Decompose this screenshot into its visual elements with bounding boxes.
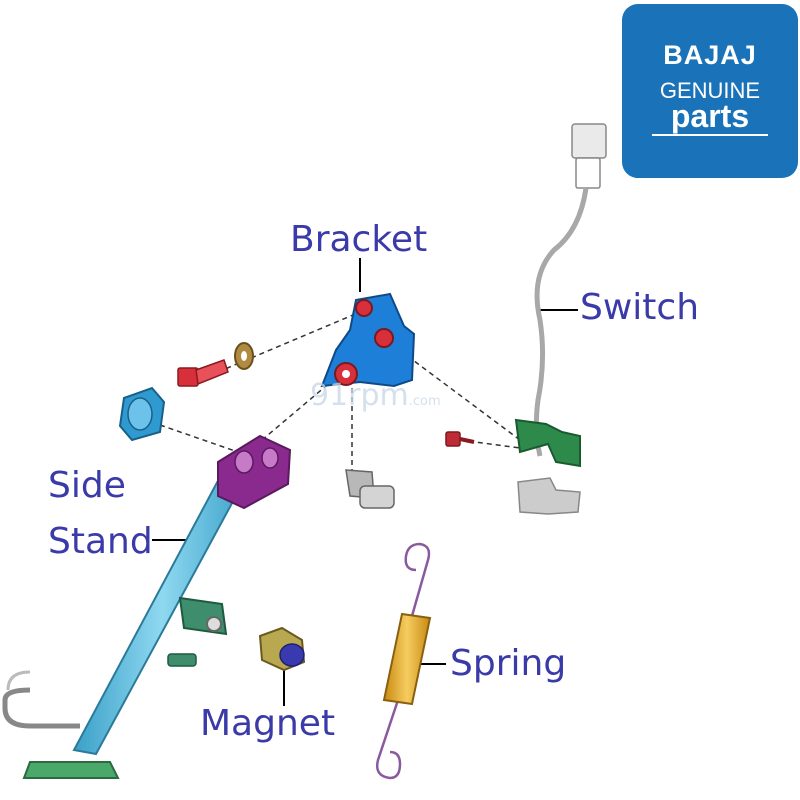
switch-label: Switch [580,287,700,328]
red-bolt [177,359,229,387]
red-screw [445,431,475,447]
bracket-label: Bracket [290,219,428,260]
logo-parts: parts [670,98,750,134]
pivot-block [217,434,292,510]
switch [514,123,607,515]
cap-nut [118,386,166,442]
magnet-label: Magnet [200,703,336,744]
bracket [320,292,416,388]
logo-genuine: GENUINE [659,78,761,103]
logo-underline [652,134,768,136]
logo-brand: BAJAJ [663,40,757,70]
spring-label: Spring [450,643,567,684]
side-stand-label-line2: Stand [48,521,153,562]
washer [234,342,254,370]
bajaj-genuine-parts-logo: BAJAJ GENUINE parts [622,4,798,178]
grey-bolt [345,469,395,509]
magnet [258,626,306,672]
watermark: 91rpm.com [310,378,441,413]
leader-lines [152,258,578,706]
side-stand-label-line1: Side [48,465,126,506]
spring [376,542,432,780]
side-stand [2,460,252,779]
